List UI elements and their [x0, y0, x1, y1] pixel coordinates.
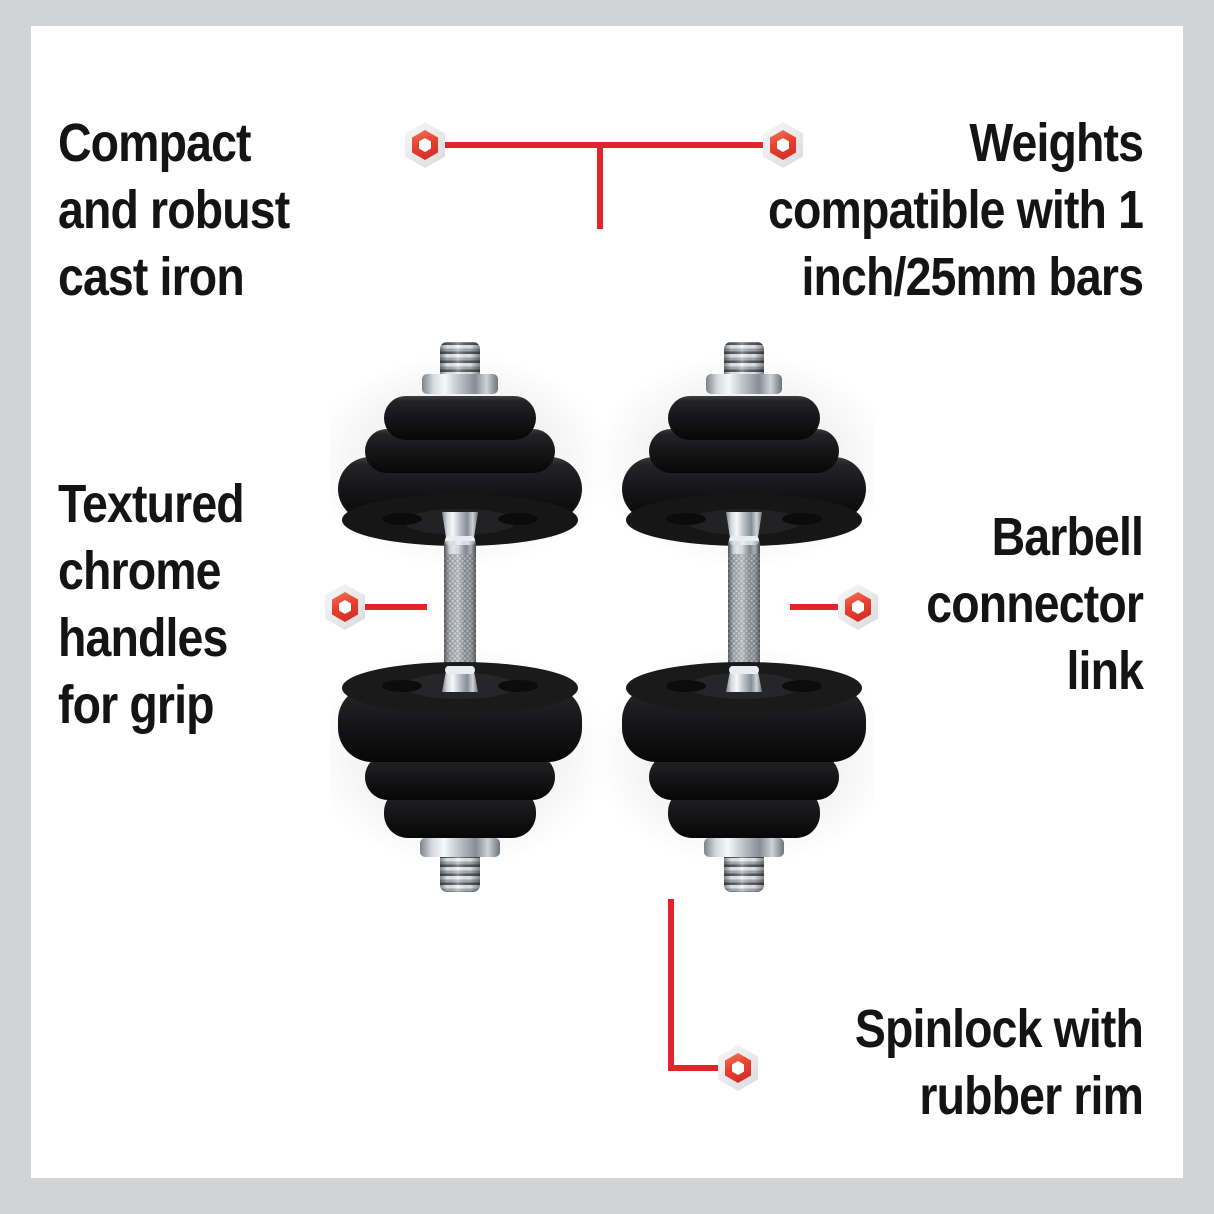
- dumbbells-image: [330, 342, 874, 892]
- connector-line-bottom-horizontal: [668, 1065, 720, 1071]
- callout-handles: Textured chrome handles for grip: [58, 474, 245, 735]
- callout-cast-iron: Compact and robust cast iron: [58, 113, 290, 307]
- connector-line-mid-left: [361, 604, 427, 610]
- left-dumbbell: [330, 342, 610, 892]
- connector-line-bottom-vertical: [668, 899, 674, 1069]
- hexagon-core: [777, 138, 789, 152]
- hexagon-core: [419, 138, 431, 152]
- connector-line-mid-right: [790, 604, 840, 610]
- white-card: [31, 26, 1183, 1178]
- connector-line-top-vertical: [597, 145, 603, 229]
- connector-line-top-horizontal: [441, 142, 767, 148]
- hexagon-marker-icon: [838, 584, 878, 630]
- hexagon-marker-icon: [405, 122, 445, 168]
- callout-connector: Barbell connector link: [926, 507, 1144, 701]
- callout-spinlock: Spinlock with rubber rim: [854, 999, 1144, 1126]
- hexagon-core: [339, 600, 351, 614]
- hexagon-marker-icon: [718, 1045, 758, 1091]
- hexagon-core: [852, 600, 864, 614]
- hexagon-marker-icon: [325, 584, 365, 630]
- hexagon-core: [732, 1061, 744, 1075]
- right-dumbbell: [594, 342, 874, 892]
- callout-weights: Weights compatible with 1 inch/25mm bars: [767, 113, 1144, 307]
- hexagon-marker-icon: [763, 122, 803, 168]
